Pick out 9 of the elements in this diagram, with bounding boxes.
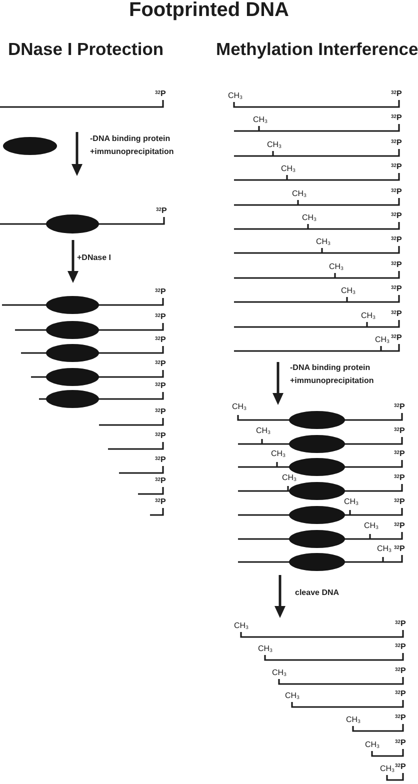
step-label: +immunoprecipitation [90, 148, 174, 156]
column-heading: DNase I Protection [8, 41, 164, 58]
diagram-title: Footprinted DNA [129, 0, 289, 20]
step-label: +immunoprecipitation [290, 377, 374, 385]
step-label: -DNA binding protein [290, 364, 370, 372]
step-label: +DNase I [77, 254, 112, 262]
column-heading: Methylation Interference [216, 41, 418, 58]
step-label: cleave DNA [295, 589, 340, 597]
step-label: -DNA binding protein [90, 135, 170, 143]
